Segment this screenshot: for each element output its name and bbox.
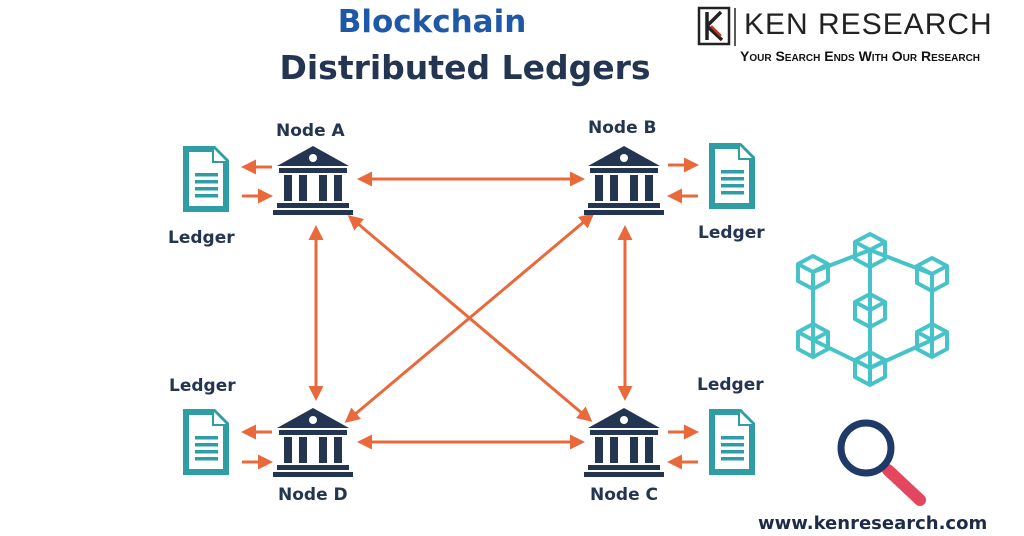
node-b-bank-icon [584,146,664,215]
diagram-subtitle: Distributed Ledgers [279,48,651,87]
node-c-bank-icon [584,408,664,477]
blockchain-cubes-icon [796,232,949,387]
ledger-c-document-icon [709,409,755,475]
ledger-b-document-icon [709,143,755,209]
ken-research-brand: KEN RESEARCH Your Search Ends With Our R… [697,6,1022,70]
website-url: www.kenresearch.com [758,513,988,534]
node-c-label: Node C [590,485,658,505]
brand-tagline: Your Search Ends With Our Research [740,48,981,64]
ledger-a-document-icon [183,146,229,212]
node-a-bank-icon [273,146,353,215]
ledger-arrows [241,157,699,470]
ledger-a-label: Ledger [168,228,235,248]
node-b-label: Node B [588,118,657,138]
ledger-c-label: Ledger [697,375,764,395]
node-d-label: Node D [278,485,348,505]
ledger-b-label: Ledger [698,223,765,243]
connection-arrows [308,171,633,450]
arrow-b-d [344,213,595,423]
ledger-d-label: Ledger [169,376,236,396]
brand-name: KEN RESEARCH [744,8,993,41]
node-d-bank-icon [273,408,353,477]
ledger-d-document-icon [183,409,229,475]
ken-logo-icon [697,6,736,46]
magnifier-icon [837,419,926,506]
node-a-label: Node A [276,121,345,141]
diagram-title: Blockchain [337,4,527,40]
